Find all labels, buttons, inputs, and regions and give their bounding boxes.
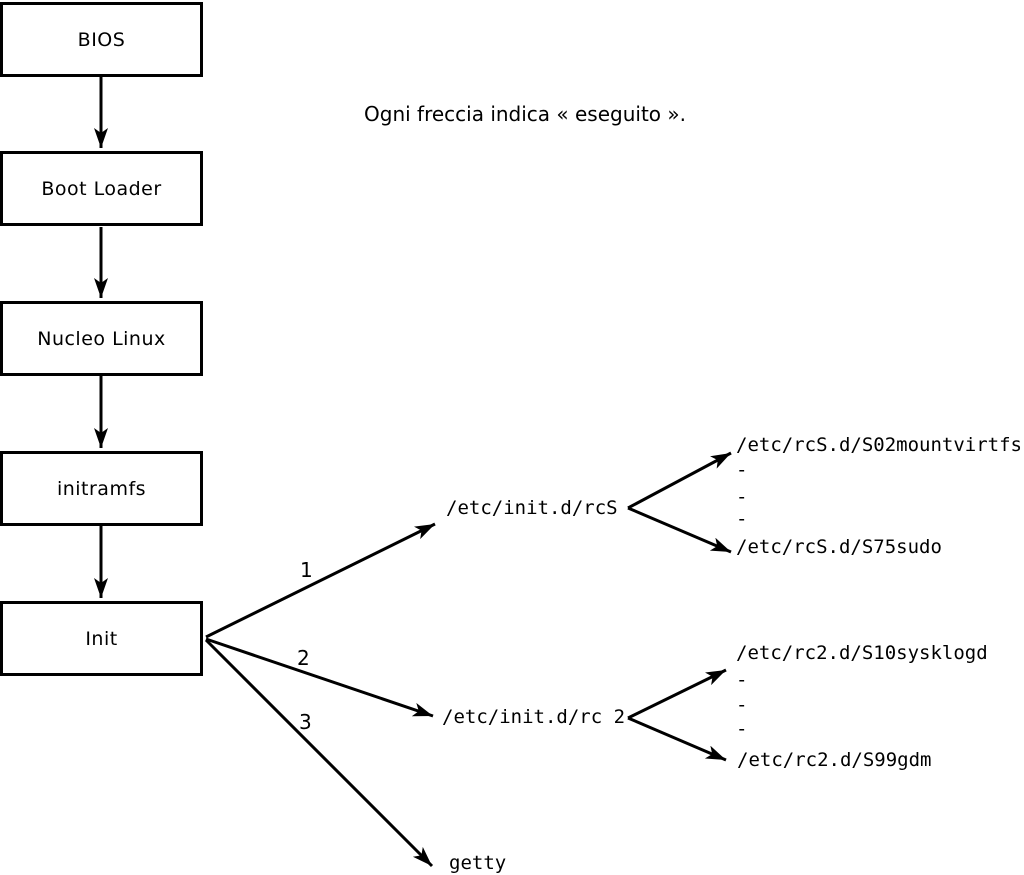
arrow-rcs-to-first-script <box>627 451 732 510</box>
box-initramfs: initramfs <box>0 451 203 526</box>
box-nucleo-linux: Nucleo Linux <box>0 301 203 376</box>
target-init-d-rc2: /etc/init.d/rc 2 <box>442 706 626 728</box>
box-boot-loader-label: Boot Loader <box>41 177 162 200</box>
box-init-label: Init <box>85 627 118 650</box>
box-init: Init <box>0 601 203 676</box>
rcs-ellipsis-dash: - <box>736 508 748 530</box>
branch-label-3: 3 <box>299 710 312 734</box>
arrow-init-to-rcs <box>205 522 436 639</box>
box-boot-loader: Boot Loader <box>0 151 203 226</box>
target-init-d-rcs: /etc/init.d/rcS <box>446 497 618 519</box>
arrow-rc2-to-first-script <box>627 668 727 720</box>
arrow-init-to-rc2 <box>205 637 434 718</box>
rc2-last-script: /etc/rc2.d/S99gdm <box>737 749 932 771</box>
branch-label-1: 1 <box>300 558 313 582</box>
target-getty: getty <box>449 852 507 874</box>
arrow-init-to-getty <box>204 638 434 868</box>
rcs-ellipsis-dash: - <box>736 459 748 481</box>
box-nucleo-linux-label: Nucleo Linux <box>37 327 166 350</box>
rc2-ellipsis-dash: - <box>736 718 748 740</box>
diagram-caption: Ogni freccia indica « eseguito ». <box>364 102 686 126</box>
arrow-rcs-to-last-script <box>627 506 732 554</box>
box-bios: BIOS <box>0 2 203 77</box>
branch-label-2: 2 <box>297 646 310 670</box>
box-bios-label: BIOS <box>77 28 126 51</box>
rc2-first-script: /etc/rc2.d/S10sysklogd <box>736 642 988 664</box>
rc2-ellipsis-dash: - <box>736 694 748 716</box>
rcs-ellipsis-dash: - <box>736 486 748 508</box>
rcs-last-script: /etc/rcS.d/S75sudo <box>736 536 942 558</box>
rcs-first-script: /etc/rcS.d/S02mountvirtfs <box>736 434 1022 456</box>
rc2-ellipsis-dash: - <box>736 669 748 691</box>
box-initramfs-label: initramfs <box>56 477 147 500</box>
arrow-rc2-to-last-script <box>627 716 727 762</box>
